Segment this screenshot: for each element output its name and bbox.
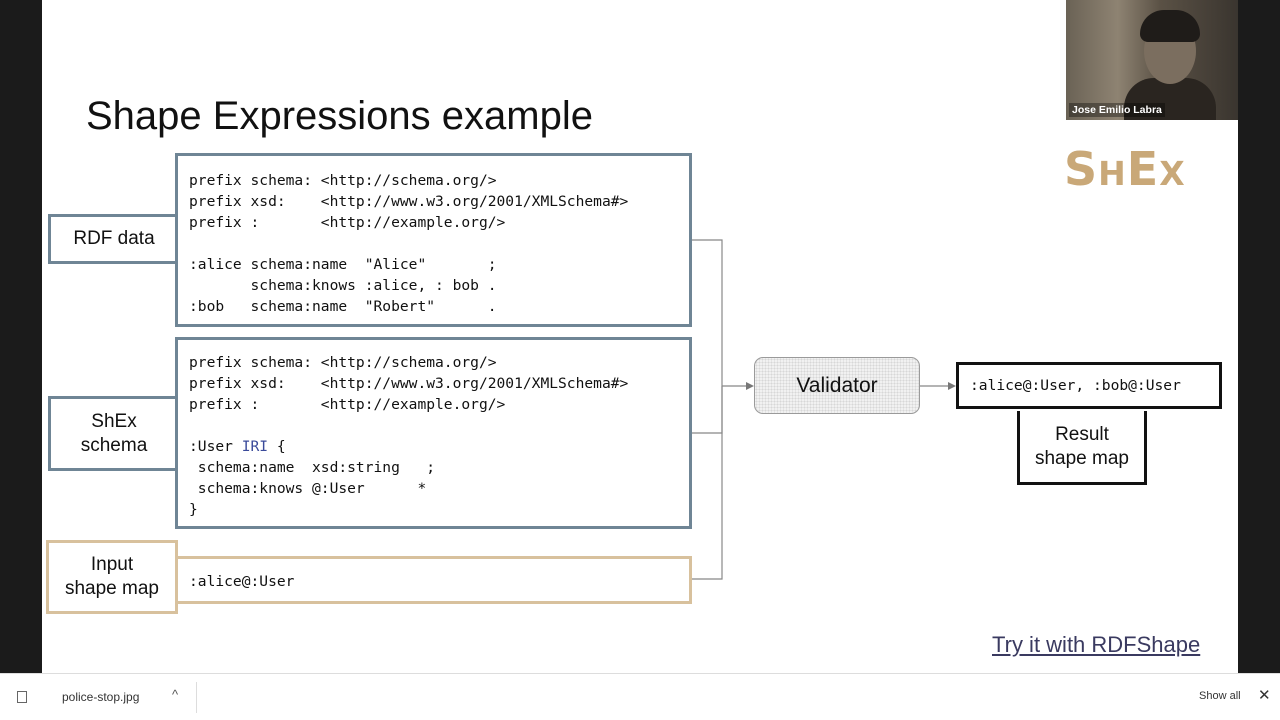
code-line: prefix schema: <http://schema.org/> (189, 172, 497, 189)
code-line: schema:knows @:User * (189, 480, 427, 497)
code-line: prefix schema: <http://schema.org/> (189, 354, 497, 371)
code-line: :alice@:User (189, 573, 295, 590)
webcam-participant-name: Jose Emilio Labra (1069, 103, 1165, 117)
rdf-data-label: RDF data (48, 214, 180, 264)
code-line (189, 415, 689, 436)
divider (196, 682, 197, 713)
image-file-icon (17, 691, 27, 703)
code-line (189, 233, 689, 254)
chevron-up-icon[interactable]: ^ (172, 687, 179, 702)
shex-logo: SHEX (1064, 142, 1186, 196)
download-filename[interactable]: police-stop.jpg (62, 690, 140, 704)
code-line: } (189, 501, 198, 518)
try-rdfshape-link[interactable]: Try it with RDFShape (992, 632, 1201, 657)
webcam-person-body (1124, 78, 1216, 120)
code-line: schema:knows :alice, : bob . (189, 277, 497, 294)
slide-title: Shape Expressions example (86, 94, 593, 138)
webcam-video: Jose Emilio Labra (1066, 0, 1238, 120)
code-line: schema:name xsd:string ; (189, 459, 436, 476)
code-line: :alice schema:name "Alice" ; (189, 256, 497, 273)
code-line: prefix xsd: <http://www.w3.org/2001/XMLS… (189, 375, 629, 392)
code-line: prefix : <http://example.org/> (189, 214, 506, 231)
code-line: prefix xsd: <http://www.w3.org/2001/XMLS… (189, 193, 629, 210)
download-bar: police-stop.jpg ^ Show all ✕ (0, 673, 1280, 720)
rdf-data-code: prefix schema: <http://schema.org/> prefi… (175, 153, 692, 327)
code-line: prefix : <http://example.org/> (189, 396, 506, 413)
result-shape-map-value: :alice@:User, :bob@:User (956, 362, 1222, 409)
show-all-button[interactable]: Show all (1199, 690, 1241, 702)
iri-keyword: IRI (241, 438, 269, 455)
shape-declaration: :User IRI { (189, 438, 286, 455)
shex-schema-code: prefix schema: <http://schema.org/> prefi… (175, 337, 692, 529)
code-line: :bob schema:name "Robert" . (189, 298, 497, 315)
close-icon[interactable]: ✕ (1258, 687, 1271, 704)
slide: Shape Expressions example SHEX RDF data … (42, 0, 1238, 673)
validator-box: Validator (754, 357, 920, 414)
connector-lines (692, 239, 956, 580)
input-shape-map-code: :alice@:User (175, 556, 692, 604)
webcam-person-hair (1140, 10, 1200, 42)
